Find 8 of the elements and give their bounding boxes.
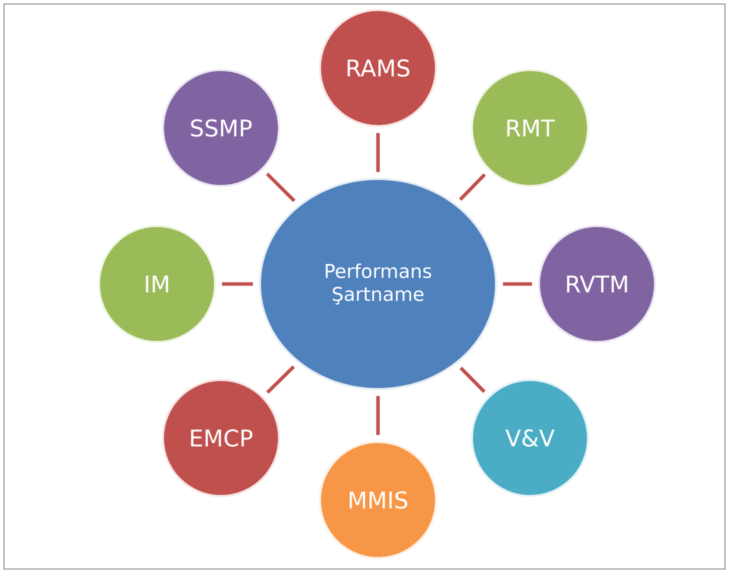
connector-line [376, 133, 380, 172]
connector-line [460, 366, 486, 393]
connector-line [376, 396, 380, 435]
connector-line [266, 365, 295, 394]
connector-line [503, 282, 532, 286]
connector-line [266, 172, 296, 202]
connector-line [222, 282, 253, 286]
connector-line [458, 173, 486, 201]
